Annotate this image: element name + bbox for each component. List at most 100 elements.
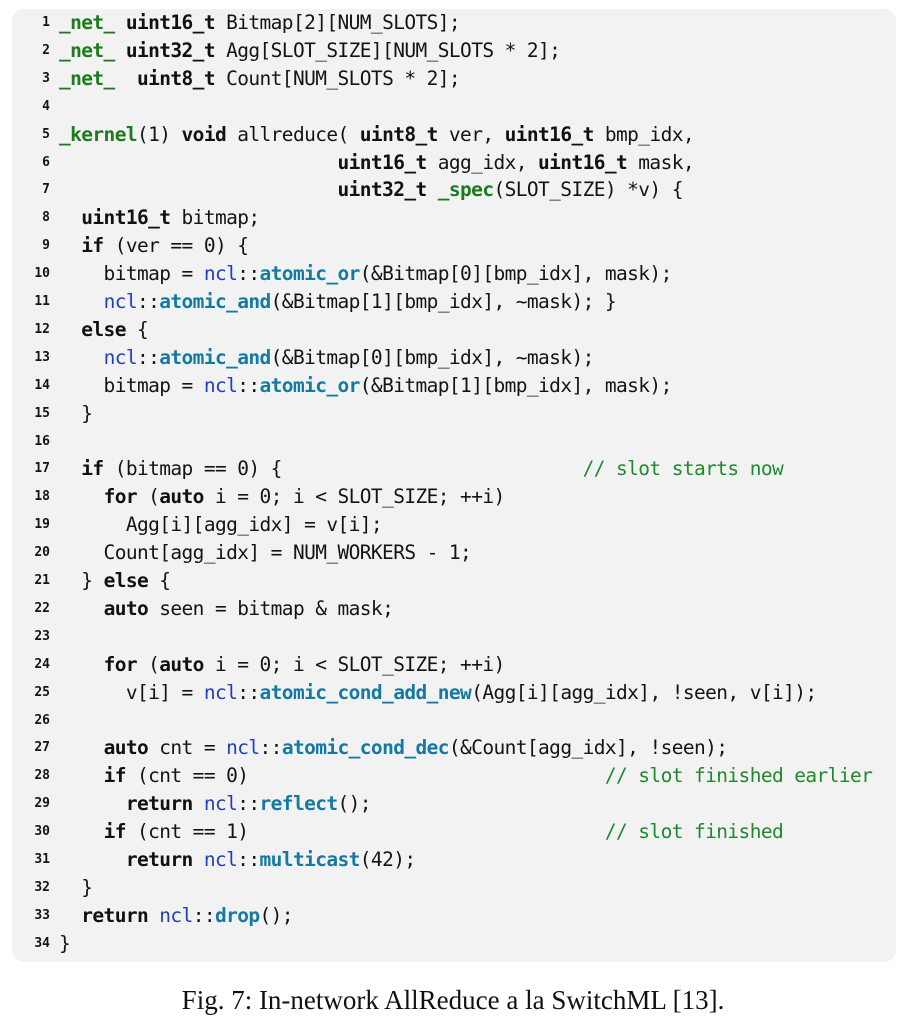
code-text: for (auto i = 0; i < SLOT_SIZE; ++i) bbox=[59, 651, 506, 679]
code-token: return bbox=[125, 792, 193, 816]
code-token: Bitmap[2][NUM_SLOTS]; bbox=[214, 11, 461, 34]
code-token: (&Bitmap[1][bmp_idx], mask); bbox=[359, 373, 673, 397]
line-number: 15 bbox=[34, 405, 50, 421]
code-token: (); bbox=[259, 903, 294, 927]
code-token: Count[NUM_SLOTS * 2]; bbox=[214, 66, 461, 90]
line-number: 10 bbox=[34, 266, 50, 282]
code-token: ncl bbox=[226, 736, 260, 760]
code-token: uint16_t bbox=[504, 122, 595, 146]
code-line: 14 bitmap = ncl::atomic_or(&Bitmap[1][bm… bbox=[12, 372, 672, 400]
code-text: ncl::atomic_and(&Bitmap[0][bmp_idx], ~ma… bbox=[59, 344, 595, 372]
code-line: 27 auto cnt = ncl::atomic_cond_dec(&Coun… bbox=[12, 734, 728, 762]
code-token: bitmap = bbox=[59, 262, 204, 286]
code-token bbox=[148, 904, 159, 927]
code-token: :: bbox=[259, 736, 283, 760]
code-token: ncl bbox=[203, 262, 238, 286]
code-token: auto bbox=[103, 596, 149, 620]
code-token: uint32_t bbox=[125, 38, 216, 62]
code-token: :: bbox=[192, 903, 216, 927]
code-line: 34} bbox=[12, 930, 70, 958]
code-token: mask, bbox=[627, 150, 694, 174]
code-text: } else { bbox=[59, 567, 171, 595]
code-token: cnt = bbox=[148, 736, 227, 760]
line-number: 22 bbox=[34, 600, 50, 616]
code-token bbox=[59, 318, 81, 341]
code-token: :: bbox=[136, 290, 160, 313]
code-line: 2_net_ uint32_t Agg[SLOT_SIZE][NUM_SLOTS… bbox=[12, 37, 561, 65]
line-number: 12 bbox=[34, 321, 50, 337]
code-text: Agg[i][agg_idx] = v[i]; bbox=[59, 511, 383, 539]
code-token: if bbox=[81, 457, 104, 481]
code-token: (&Bitmap[0][bmp_idx], mask); bbox=[359, 262, 673, 286]
code-text: uint16_t bitmap; bbox=[59, 204, 260, 232]
code-token: ncl bbox=[203, 373, 238, 397]
code-line: 20 Count[agg_idx] = NUM_WORKERS - 1; bbox=[12, 539, 471, 567]
code-token: for bbox=[103, 485, 138, 509]
line-number: 31 bbox=[34, 852, 50, 867]
code-token: return bbox=[81, 903, 149, 927]
code-token: (42); bbox=[359, 848, 416, 871]
code-text: } bbox=[59, 874, 93, 902]
code-text: bitmap = ncl::atomic_or(&Bitmap[0][bmp_i… bbox=[59, 260, 673, 288]
code-token: uint16_t bbox=[337, 150, 428, 174]
code-line: 17 if (bitmap == 0) { // slot starts now bbox=[12, 455, 783, 483]
code-token: atomic_or bbox=[259, 262, 361, 286]
code-text: bitmap = ncl::atomic_or(&Bitmap[1][bmp_i… bbox=[59, 372, 673, 400]
code-token: atomic_cond_dec bbox=[281, 736, 450, 760]
code-token: uint16_t bbox=[538, 150, 628, 174]
code-token: (&Bitmap[1][bmp_idx], ~mask); } bbox=[270, 290, 617, 313]
code-token: multicast bbox=[259, 848, 361, 871]
code-token: ncl bbox=[203, 848, 238, 871]
code-token: Agg[SLOT_SIZE][NUM_SLOTS * 2]; bbox=[214, 38, 561, 62]
code-token: else bbox=[81, 317, 126, 341]
code-token: (&Count[agg_idx], !seen); bbox=[448, 736, 728, 760]
code-line: 8 uint16_t bitmap; bbox=[12, 204, 260, 232]
code-text: _net_ uint32_t Agg[SLOT_SIZE][NUM_SLOTS … bbox=[59, 37, 561, 65]
line-number: 26 bbox=[34, 712, 50, 728]
code-line: 16 bbox=[12, 428, 59, 456]
code-token: for bbox=[103, 652, 138, 676]
code-token: v[i] = bbox=[59, 680, 204, 704]
code-comment: // slot finished earlier bbox=[604, 764, 873, 788]
code-text: return ncl::drop(); bbox=[59, 902, 293, 930]
code-line: 25 v[i] = ncl::atomic_cond_add_new(Agg[i… bbox=[12, 679, 817, 707]
code-token: _net_ bbox=[59, 38, 115, 62]
code-token bbox=[115, 39, 126, 62]
code-comment: // slot starts now bbox=[582, 457, 784, 481]
code-line: 18 for (auto i = 0; i < SLOT_SIZE; ++i) bbox=[12, 483, 505, 511]
code-text: for (auto i = 0; i < SLOT_SIZE; ++i) bbox=[59, 483, 506, 511]
line-number: 14 bbox=[34, 377, 50, 393]
code-token bbox=[427, 178, 438, 201]
code-token: :: bbox=[237, 680, 260, 704]
code-token: :: bbox=[237, 848, 260, 871]
line-number: 8 bbox=[42, 210, 50, 226]
code-token: uint32_t bbox=[337, 178, 428, 202]
code-token bbox=[59, 485, 104, 508]
code-token: auto bbox=[159, 652, 204, 676]
code-line: 29 return ncl::reflect(); bbox=[12, 790, 371, 818]
line-number: 4 bbox=[42, 98, 50, 114]
code-token bbox=[59, 653, 104, 676]
code-token: agg_idx, bbox=[426, 150, 539, 174]
code-token: i = 0; i < SLOT_SIZE; ++i) bbox=[203, 485, 505, 509]
line-number: 32 bbox=[34, 879, 50, 895]
line-number: 25 bbox=[34, 684, 50, 700]
line-number: 27 bbox=[34, 740, 50, 756]
code-token: (ver == 0) { bbox=[103, 234, 249, 258]
code-line: 12 else { bbox=[12, 316, 148, 344]
code-text: if (cnt == 1) // slot finished bbox=[59, 818, 784, 846]
code-token bbox=[59, 764, 104, 787]
code-comment: // slot finished bbox=[604, 820, 784, 844]
code-token bbox=[59, 290, 104, 313]
code-token: void bbox=[181, 122, 227, 146]
code-line: 10 bitmap = ncl::atomic_or(&Bitmap[0][bm… bbox=[12, 260, 672, 288]
code-line: 4 bbox=[12, 93, 59, 121]
code-line: 7 uint32_t _spec(SLOT_SIZE) *v) { bbox=[12, 176, 683, 204]
line-number: 20 bbox=[34, 545, 50, 561]
code-token: return bbox=[125, 848, 193, 871]
code-line: 5_kernel(1) void allreduce( uint8_t ver,… bbox=[12, 121, 694, 149]
code-token: :: bbox=[237, 792, 260, 816]
code-token: { bbox=[125, 317, 149, 341]
code-token: (1) bbox=[136, 122, 182, 146]
code-token bbox=[59, 904, 81, 927]
